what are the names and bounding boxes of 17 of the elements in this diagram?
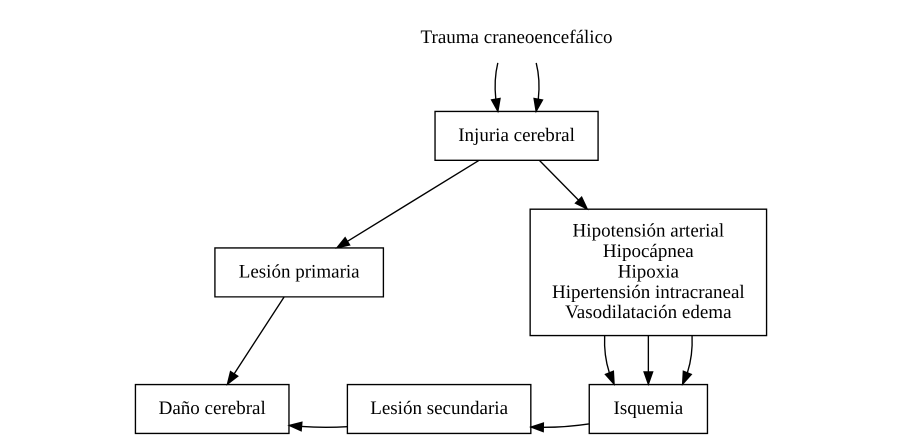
node-text: Trauma craneoencefálico: [420, 27, 613, 48]
arrow: [287, 421, 348, 432]
arrow: [539, 160, 589, 210]
arrow: [604, 336, 615, 386]
arrow: [643, 336, 654, 386]
arrow: [226, 296, 285, 386]
node-box: Lesión secundaria: [346, 384, 532, 434]
arrow: [335, 160, 480, 249]
arrow: [533, 62, 544, 114]
arrow: [490, 62, 501, 114]
node-box: Daño cerebral: [134, 384, 290, 434]
node-box: Injuria cerebral: [434, 110, 599, 161]
node-box: Hipotensión arterial Hipocápnea Hipoxia Hipertensión intracraneal Vasodilatación edema: [529, 208, 768, 336]
node-box: Isquemia: [588, 384, 708, 434]
arrow: [529, 422, 589, 433]
node-box: Lesión primaria: [214, 247, 384, 298]
arrow: [682, 336, 693, 386]
